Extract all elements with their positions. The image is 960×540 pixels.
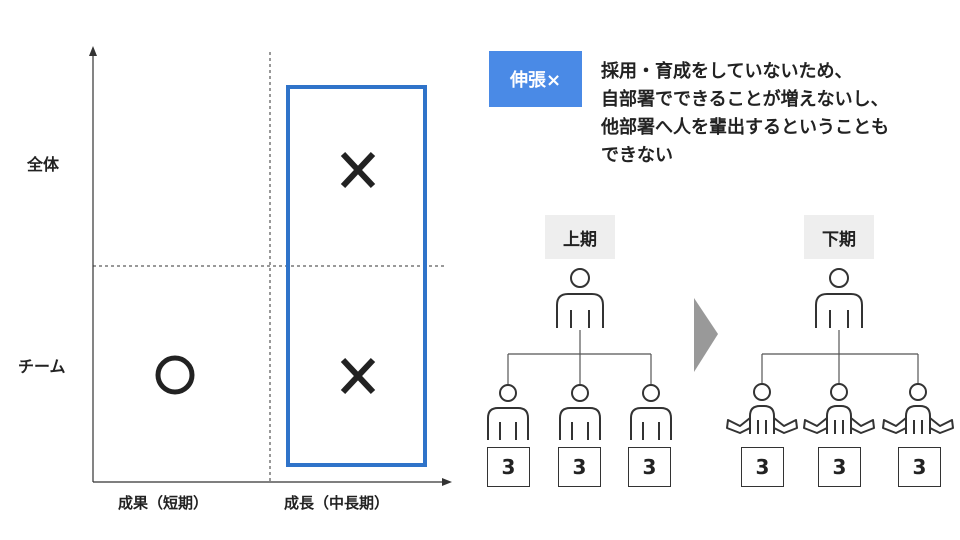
- x-axis-arrowhead: [442, 478, 452, 486]
- period-label-second-half: 下期: [804, 215, 874, 259]
- cross-mark-team-growth: [340, 357, 376, 395]
- member-count-box-before-3: 3: [628, 447, 671, 487]
- person-icon-member-before-1: [487, 384, 529, 440]
- period-label-first-half: 上期: [545, 215, 615, 259]
- column-label-growth: 成長（中長期）: [284, 494, 390, 512]
- person-icon-member-before-2: [559, 384, 601, 440]
- member-count-box-before-2: 3: [558, 447, 601, 487]
- cross-mark-overall-growth: [340, 151, 376, 189]
- person-icon-member-before-3: [630, 384, 672, 440]
- person-icon-leader-before: [556, 268, 604, 328]
- explanation-line: 他部署へ人を輩出するということも: [601, 117, 889, 138]
- y-axis-arrowhead: [89, 46, 97, 56]
- circle-mark-team-results: [155, 355, 195, 395]
- org-tree-lines-before: [507, 330, 652, 384]
- member-count-box-after-2: 3: [818, 447, 861, 487]
- chevron-right-icon: [694, 298, 718, 372]
- row-label-team: チーム: [18, 357, 66, 376]
- member-count-box-before-1: 3: [487, 447, 530, 487]
- growth-column-highlight: [286, 85, 427, 467]
- org-tree-lines-after: [761, 330, 919, 384]
- person-icon-member-after-2: [803, 383, 875, 434]
- explanation-line: 採用・育成をしていないため、: [601, 61, 853, 82]
- person-icon-member-after-1: [726, 383, 798, 434]
- explanation-line: できない: [601, 145, 673, 166]
- growth-badge: 伸張×: [489, 51, 582, 107]
- person-icon-leader-after: [815, 268, 863, 328]
- explanation-line: 自部署でできることが増えないし、: [601, 89, 889, 110]
- explanation-text: 採用・育成をしていないため、 自部署でできることが増えないし、 他部署へ人を輩出…: [601, 58, 951, 170]
- member-count-box-after-3: 3: [898, 447, 941, 487]
- row-label-overall: 全体: [27, 155, 60, 174]
- member-count-box-after-1: 3: [741, 447, 784, 487]
- person-icon-member-after-3: [882, 383, 954, 434]
- column-label-results: 成果（短期）: [118, 494, 209, 512]
